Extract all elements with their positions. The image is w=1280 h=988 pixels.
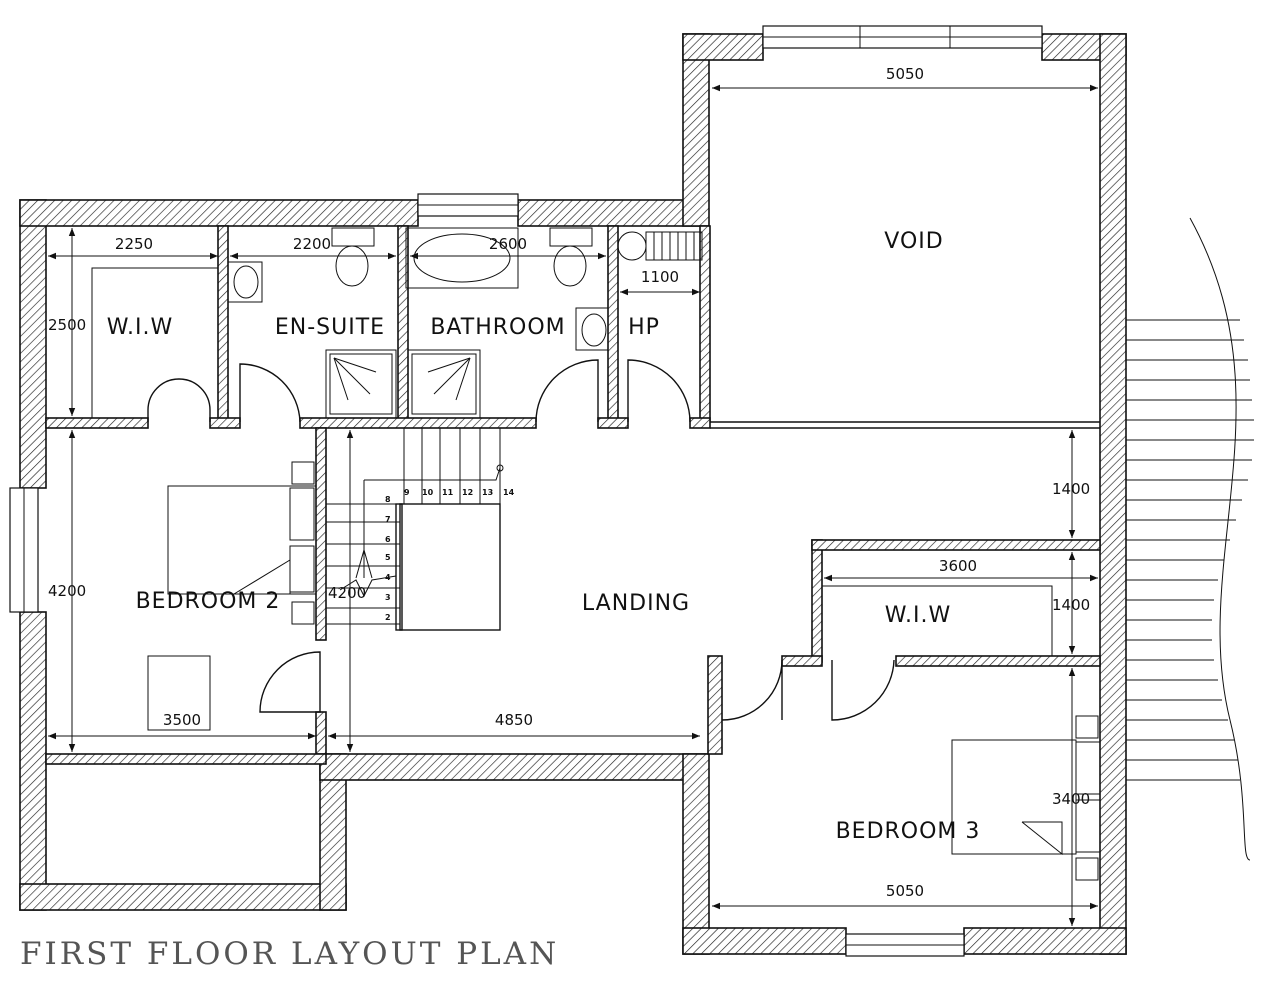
stair-step-label: 14 <box>503 488 515 497</box>
dimension-landing-width: 4850 <box>495 711 533 729</box>
external-walls <box>19 33 1127 955</box>
room-label-en-suite: EN-SUITE <box>275 315 385 340</box>
dimension-bedroom2-width: 3500 <box>163 711 201 729</box>
dimension-wiw-width: 2250 <box>115 235 153 253</box>
room-label-wiw: W.I.W <box>107 315 173 340</box>
dimension-bedroom3-depth: 3400 <box>1052 790 1090 808</box>
doors <box>147 359 895 721</box>
stair-step-label: 11 <box>442 488 454 497</box>
stair-step-label: 5 <box>385 553 391 562</box>
internal-walls <box>45 225 1101 765</box>
furniture <box>91 267 1101 881</box>
stair-step-label: 8 <box>385 495 391 504</box>
room-label-bedroom-2: BEDROOM 2 <box>136 589 281 614</box>
dimension-wiw2-width: 3600 <box>939 557 977 575</box>
stair-step-label: 10 <box>422 488 434 497</box>
stair-step-label: 12 <box>462 488 473 497</box>
dimension-bedroom2-depth: 4200 <box>48 582 86 600</box>
stair-step-label: 6 <box>385 535 391 544</box>
dimension-bathroom-width: 2600 <box>489 235 527 253</box>
dimension-void-width: 5050 <box>886 65 924 83</box>
room-label-bedroom-3: BEDROOM 3 <box>836 819 981 844</box>
stair-step-label: 9 <box>404 488 410 497</box>
stair-step-label: 13 <box>482 488 493 497</box>
stair-step-label: 7 <box>385 515 391 524</box>
stair-step-label: 4 <box>385 573 391 582</box>
external-deck <box>1126 217 1254 861</box>
dimension-landing-depth: 1400 <box>1052 480 1090 498</box>
dimension-wiw-depth: 2500 <box>48 316 86 334</box>
room-label-hp: HP <box>628 315 660 340</box>
dimension-lines <box>48 84 1098 926</box>
dimension-en-suite-width: 2200 <box>293 235 331 253</box>
dimension-hp-width: 1100 <box>641 268 679 286</box>
room-label-wiw-2: W.I.W <box>885 603 951 628</box>
dimension-stair-length: 4200 <box>328 584 366 602</box>
plan-title: FIRST FLOOR LAYOUT PLAN <box>20 936 559 972</box>
room-label-void: VOID <box>884 229 943 254</box>
dimension-bedroom3-width: 5050 <box>886 882 924 900</box>
room-label-landing: LANDING <box>582 591 690 616</box>
stair-step-label: 3 <box>385 593 391 602</box>
room-label-bathroom: BATHROOM <box>430 315 565 340</box>
dimension-wiw2-depth: 1400 <box>1052 596 1090 614</box>
windows <box>9 25 1043 957</box>
stair-step-label: 2 <box>385 613 391 622</box>
